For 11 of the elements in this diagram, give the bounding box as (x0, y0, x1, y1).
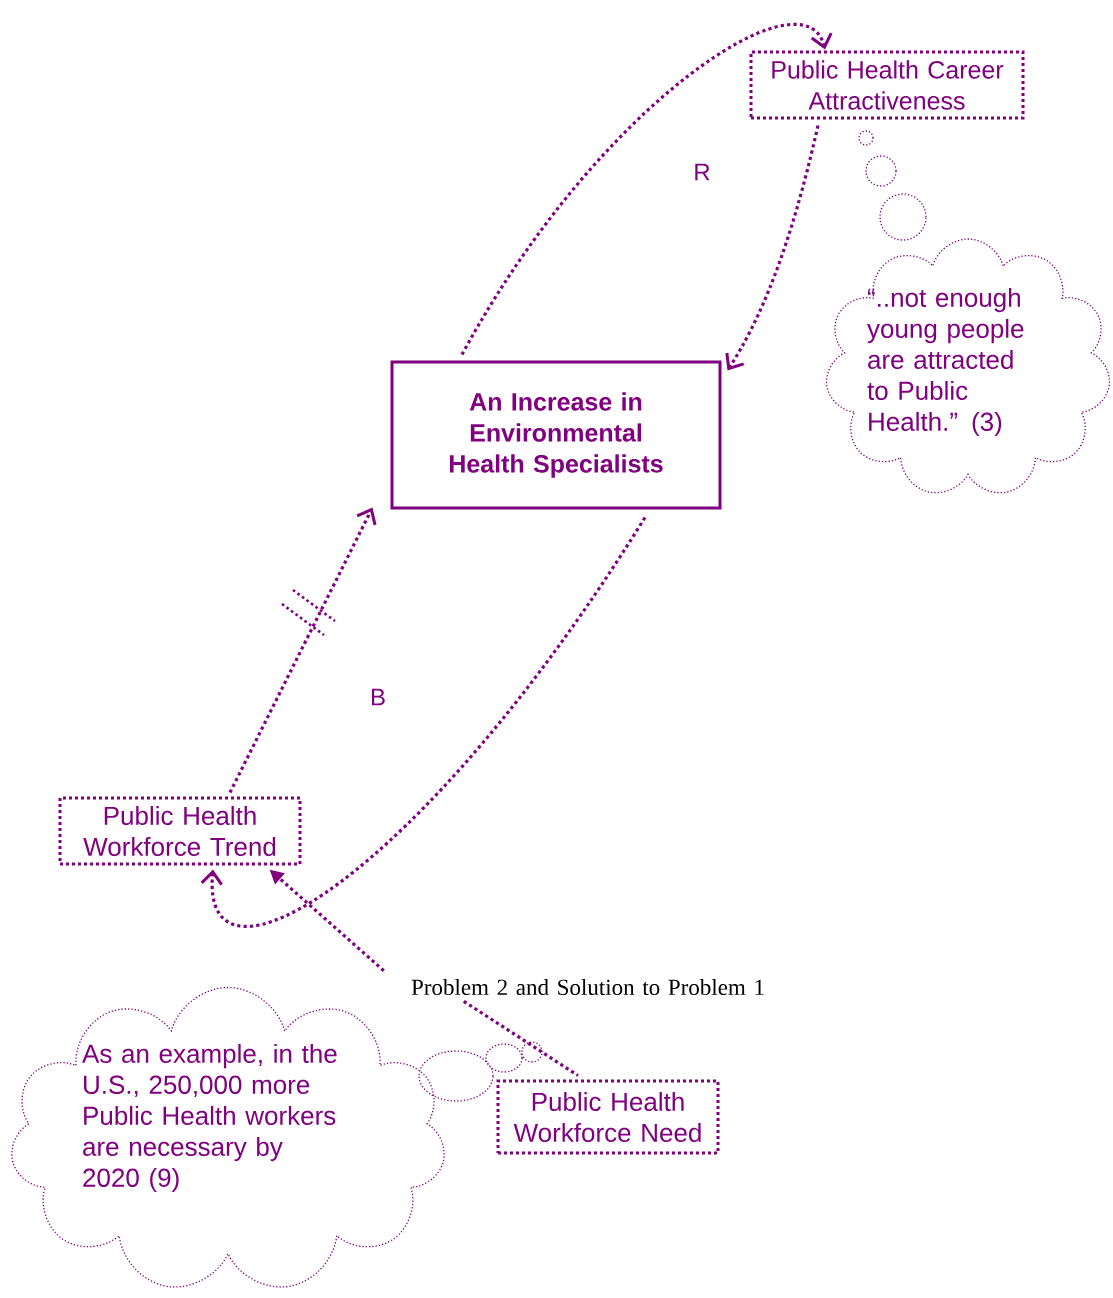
dotted-box: Public Health Workforce Need (496, 1079, 720, 1155)
process-box: An Increase in Environmental Health Specialists (390, 360, 722, 510)
loop-label: B (371, 688, 385, 706)
dotted-box: Public Health Workforce Trend (58, 796, 302, 866)
thought-cloud: “..not enough young people are attracted to Public Health.” (3) (825, 238, 1111, 494)
loop-label: R (695, 163, 710, 181)
dotted-box: Public Health Career Attractiveness (749, 50, 1025, 120)
arrow (725, 125, 820, 371)
arrow (200, 516, 647, 928)
arrow (460, 23, 833, 356)
arrow (228, 507, 377, 794)
